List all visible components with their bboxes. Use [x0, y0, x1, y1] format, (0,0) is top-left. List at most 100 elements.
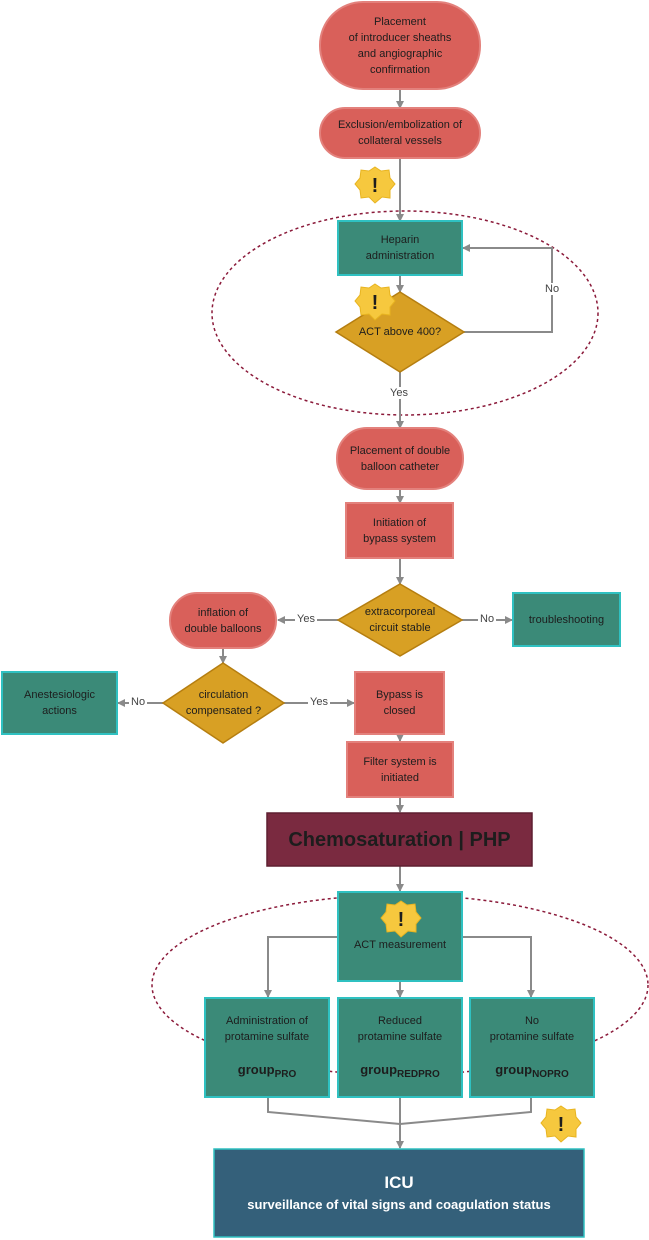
- edge-act-no-loop: [462, 244, 553, 333]
- text-placement-sheaths: Placement of introducer sheaths and angi…: [320, 2, 480, 89]
- text-bypass-init: Initiation of bypass system: [346, 503, 453, 558]
- line: extracorporeal: [364, 606, 436, 618]
- line: initiated: [381, 771, 419, 784]
- node-troubleshooting: [512, 592, 621, 647]
- group-sub: NOPRO: [532, 1069, 569, 1080]
- text-no-protamine: No protamine sulfate: [470, 1012, 594, 1046]
- node-placement-sheaths: [319, 1, 481, 90]
- node-bypass-closed: [354, 671, 445, 735]
- group-base: group: [495, 1062, 533, 1077]
- node-icu: [213, 1148, 585, 1238]
- node-exclusion: [319, 107, 481, 159]
- line: Exclusion/embolization of: [337, 119, 463, 131]
- line: ACT above 400?: [358, 326, 442, 338]
- line: protamine sulfate: [489, 1031, 575, 1043]
- edge-label-no: No: [129, 696, 148, 708]
- line: troubleshooting: [528, 613, 605, 626]
- line: of introducer sheaths: [348, 31, 452, 44]
- text-heparin: Heparin administration: [338, 221, 462, 275]
- group-redpro-label: groupREDPRO: [338, 1062, 462, 1080]
- text-filter: Filter system is initiated: [347, 742, 453, 797]
- edge-label-yes: Yes: [388, 387, 410, 399]
- node-circulation: [161, 662, 286, 744]
- text-exclusion: Exclusion/embolization of collateral ves…: [320, 108, 480, 158]
- text-troubleshooting: troubleshooting: [513, 593, 620, 646]
- edge-act-nopro: [462, 936, 535, 998]
- text-admin-protamine: Administration of protamine sulfate: [205, 1012, 329, 1046]
- line: Chemosaturation | PHP: [288, 828, 511, 851]
- text-circuit-stable: extracorporeal circuit stable: [338, 600, 462, 640]
- warning-icon: !: [354, 166, 396, 204]
- node-reduced-protamine: [337, 997, 463, 1098]
- warning-icon: !: [540, 1105, 582, 1143]
- line: and angiographic: [357, 47, 443, 60]
- line: No: [524, 1015, 540, 1027]
- heparin-loop-ellipse: [211, 210, 599, 416]
- group-sub: REDPRO: [397, 1069, 440, 1080]
- group-pro-label: groupPRO: [205, 1062, 329, 1080]
- group-nopro-label: groupNOPRO: [470, 1062, 594, 1080]
- warning-symbol: !: [558, 1114, 565, 1136]
- line: Initiation of: [372, 516, 427, 529]
- text-act-measurement: ACT measurement: [338, 935, 462, 955]
- node-double-balloon: [336, 427, 464, 490]
- node-inflation: [169, 592, 277, 649]
- node-circuit-stable: [336, 583, 464, 657]
- text-act-check: ACT above 400?: [336, 312, 464, 352]
- line: Heparin: [380, 234, 420, 246]
- line: protamine sulfate: [224, 1031, 310, 1043]
- warning-symbol: !: [372, 175, 379, 197]
- group-base: group: [360, 1062, 398, 1077]
- line: actions: [42, 705, 77, 717]
- line: double balloons: [184, 622, 262, 635]
- line: Anestesiologic: [24, 689, 95, 701]
- warning-icon: !: [354, 283, 396, 321]
- edge-nopro-merge: [399, 1097, 532, 1125]
- warning-symbol: !: [372, 292, 379, 314]
- text-reduced-protamine: Reduced protamine sulfate: [338, 1012, 462, 1046]
- edge-label-yes: Yes: [295, 613, 317, 625]
- edge-act-pro: [264, 936, 337, 998]
- text-icu: ICU surveillance of vital signs and coag…: [214, 1165, 584, 1221]
- line: protamine sulfate: [357, 1031, 443, 1043]
- group-base: group: [237, 1062, 275, 1077]
- edge-label-yes: Yes: [308, 696, 330, 708]
- text-circulation: circulation compensated ?: [163, 683, 284, 723]
- line: ACT measurement: [353, 939, 447, 951]
- node-admin-protamine: [204, 997, 330, 1098]
- edge-label-no: No: [543, 283, 562, 295]
- node-heparin: [337, 220, 463, 276]
- node-anesthesiologic: [1, 671, 118, 735]
- edge-label-no: No: [478, 613, 497, 625]
- edge-pro-merge: [267, 1097, 401, 1125]
- line: Bypass is: [375, 689, 424, 701]
- line: Administration of: [226, 1015, 308, 1027]
- line: Placement of double: [349, 444, 451, 457]
- line: compensated ?: [185, 705, 262, 717]
- text-anesthesiologic: Anestesiologic actions: [2, 672, 117, 734]
- icu-subtitle: surveillance of vital signs and coagulat…: [247, 1197, 551, 1212]
- line: collateral vessels: [358, 135, 442, 147]
- text-bypass-closed: Bypass is closed: [355, 672, 444, 734]
- text-chemosaturation: Chemosaturation | PHP: [267, 813, 532, 866]
- line: circulation: [198, 689, 249, 701]
- line: Filter system is: [363, 755, 437, 768]
- text-double-balloon: Placement of double balloon catheter: [337, 428, 463, 489]
- line: balloon catheter: [360, 460, 440, 473]
- line: closed: [383, 705, 416, 717]
- line: inflation of: [197, 606, 249, 619]
- warning-icon: !: [380, 900, 422, 938]
- line: circuit stable: [369, 622, 431, 634]
- node-chemosaturation: [266, 812, 533, 867]
- line: Reduced: [377, 1015, 423, 1027]
- node-bypass-init: [345, 502, 454, 559]
- group-sub: PRO: [274, 1069, 297, 1080]
- line: confirmation: [370, 63, 430, 76]
- icu-title: ICU: [384, 1173, 414, 1192]
- node-filter: [346, 741, 454, 798]
- text-inflation: inflation of double balloons: [170, 593, 276, 648]
- line: bypass system: [363, 532, 436, 545]
- line: administration: [365, 250, 435, 262]
- line: Placement: [374, 15, 426, 28]
